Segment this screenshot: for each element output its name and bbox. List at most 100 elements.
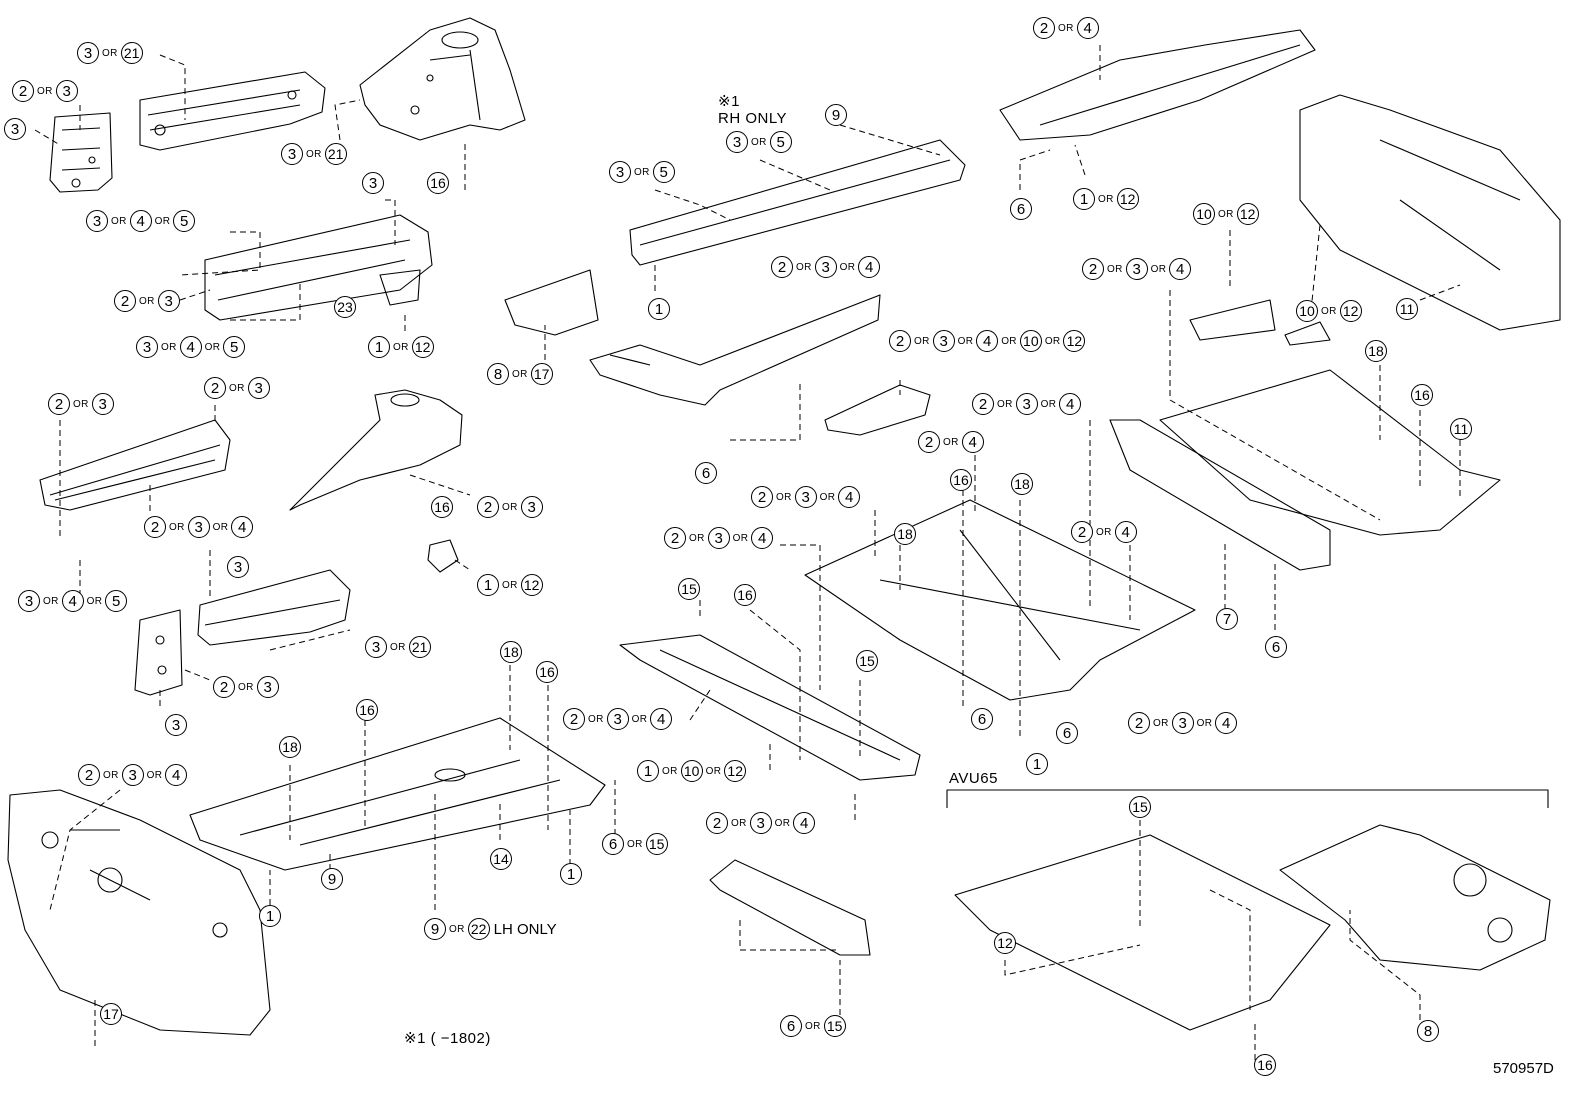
callout-46: 18 xyxy=(894,523,916,545)
small-bracket-middle xyxy=(427,539,459,573)
or-separator: OR xyxy=(705,765,722,777)
or-separator: OR xyxy=(1096,526,1112,538)
part-number-circle: 4 xyxy=(976,330,999,352)
callout-48: 7 xyxy=(1216,608,1238,630)
part-number-circle: 10 xyxy=(1296,300,1318,322)
part-number-circle: 4 xyxy=(129,210,152,232)
part-number-circle: 12 xyxy=(411,336,434,358)
part-number-circle: 16 xyxy=(1411,384,1433,406)
apron-middle xyxy=(289,389,463,511)
part-number-circle: 15 xyxy=(1129,796,1151,818)
part-number-circle: 3 xyxy=(165,714,187,736)
part-number-circle: 18 xyxy=(500,641,522,663)
part-number-circle: 3 xyxy=(362,172,384,194)
rail-lower-center xyxy=(589,294,881,406)
part-number-circle: 4 xyxy=(61,590,84,612)
callout-49: 6 xyxy=(1265,636,1287,658)
part-number-circle: 18 xyxy=(279,736,301,758)
part-number-circle: 3 xyxy=(121,764,144,786)
or-separator: OR xyxy=(154,215,171,227)
or-separator: OR xyxy=(502,501,518,513)
part-number-circle: 2 xyxy=(664,527,686,549)
part-number-circle: 10 xyxy=(680,760,703,782)
part-number-circle: 4 xyxy=(858,256,881,278)
or-separator: OR xyxy=(627,838,643,850)
part-number-circle: 4 xyxy=(650,708,673,730)
or-separator: OR xyxy=(1040,398,1057,410)
rear-cross-member-center xyxy=(709,859,871,956)
part-number-circle: 2 xyxy=(1082,258,1104,280)
callout-40: 11 xyxy=(1450,418,1472,440)
or-separator: OR xyxy=(731,817,747,829)
part-number-circle: 14 xyxy=(490,848,512,870)
callout-18: 3 xyxy=(227,556,249,578)
part-number-circle: 8 xyxy=(487,363,509,385)
part-number-circle: 3 xyxy=(187,516,210,538)
part-number-circle: 2 xyxy=(563,708,585,730)
or-separator: OR xyxy=(957,335,974,347)
part-number-circle: 1 xyxy=(637,760,659,782)
part-number-circle: 2 xyxy=(204,377,226,399)
part-number-circle: 16 xyxy=(431,496,453,518)
part-number-circle: 16 xyxy=(1254,1054,1276,1076)
rear-side-member xyxy=(999,29,1316,141)
or-separator: OR xyxy=(502,579,518,591)
or-separator: OR xyxy=(1044,335,1061,347)
part-number-circle: 4 xyxy=(1114,521,1137,543)
part-number-circle: 1 xyxy=(368,336,390,358)
or-separator: OR xyxy=(839,261,856,273)
part-number-circle: 2 xyxy=(114,290,136,312)
part-number-circle: 12 xyxy=(1339,300,1362,322)
small-plate-center xyxy=(824,384,931,436)
rear-panel-right xyxy=(1299,94,1561,331)
rail-bottom-left xyxy=(197,569,351,646)
or-separator: OR xyxy=(1150,263,1167,275)
part-number-circle: 4 xyxy=(961,431,984,453)
or-separator: OR xyxy=(1001,335,1017,347)
callout-54: 18 xyxy=(500,641,522,663)
or-separator: OR xyxy=(1098,193,1114,205)
callout-3: 3 xyxy=(4,118,26,140)
or-separator: OR xyxy=(204,341,221,353)
part-number-circle: 22 xyxy=(467,918,490,940)
or-separator: OR xyxy=(86,595,103,607)
part-number-circle: 21 xyxy=(408,636,431,658)
part-number-circle: 2 xyxy=(1033,17,1055,39)
callout-68: 1 xyxy=(560,863,582,885)
part-number-circle: 18 xyxy=(894,523,916,545)
part-number-circle: 11 xyxy=(1396,298,1418,320)
callout-22: 3 xyxy=(165,714,187,736)
part-number-circle: 6 xyxy=(1056,722,1078,744)
callout-25: 9 xyxy=(825,104,847,126)
part-number-circle: 6 xyxy=(695,462,717,484)
callout-59: 6 xyxy=(971,708,993,730)
part-number-circle: 2 xyxy=(144,516,166,538)
part-number-circle: 3 xyxy=(18,590,40,612)
callout-38: 18 xyxy=(1365,340,1387,362)
or-separator: OR xyxy=(139,295,155,307)
small-bracket-upper xyxy=(504,269,599,336)
callout-32: 6 xyxy=(1010,198,1032,220)
part-number-circle: 21 xyxy=(120,42,143,64)
part-number-circle: 12 xyxy=(1116,188,1139,210)
or-separator: OR xyxy=(393,341,409,353)
rail-upper-left xyxy=(139,71,326,151)
part-number-circle: 1 xyxy=(648,298,670,320)
part-number-circle: 9 xyxy=(825,104,847,126)
